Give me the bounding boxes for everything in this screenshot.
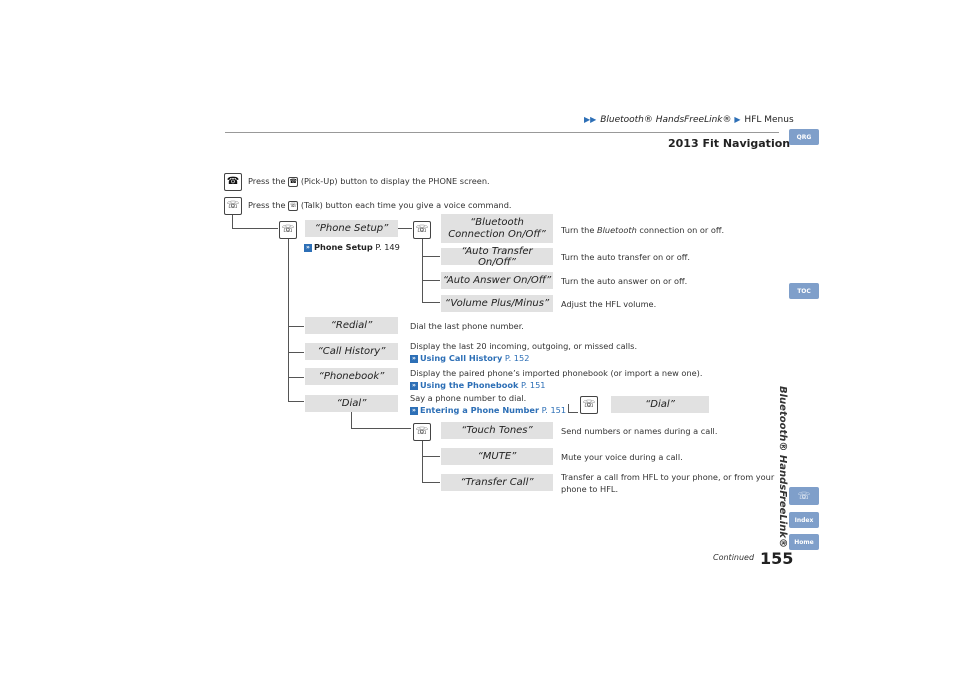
breadcrumb: ▶▶ Bluetooth® HandsFreeLink® ▶ HFL Menus <box>584 115 794 125</box>
tree-line <box>398 228 412 229</box>
cmd-redial: “Redial” <box>305 317 398 334</box>
pickup-instruction: Press the ☎ (Pick-Up) button to display … <box>248 176 490 187</box>
cmd-phone-setup: “Phone Setup” <box>305 220 398 237</box>
desc-phonebook: Display the paired phone’s imported phon… <box>410 368 703 378</box>
xref-arrow-icon: » <box>410 354 418 363</box>
page-number: 155 <box>760 549 794 568</box>
tree-line <box>288 377 304 378</box>
tree-line <box>422 456 440 457</box>
breadcrumb-item[interactable]: HFL Menus <box>744 115 794 125</box>
tree-line <box>232 215 233 228</box>
dial-xref[interactable]: »Entering a Phone Number P. 151 <box>410 404 566 416</box>
xref-arrow-icon: » <box>304 243 312 252</box>
desc-transfer-call-1: Transfer a call from HFL to your phone, … <box>561 472 775 482</box>
tree-line <box>422 440 423 482</box>
phone-setup-xref[interactable]: »Phone Setup P. 149 <box>304 241 400 253</box>
breadcrumb-arrow-icon: ▶ <box>734 115 741 124</box>
tree-line <box>422 482 440 483</box>
tree-line <box>288 326 304 327</box>
tree-line <box>422 256 440 257</box>
continued-label: Continued <box>713 553 755 562</box>
breadcrumb-item[interactable]: Bluetooth® HandsFreeLink® <box>600 115 732 125</box>
pickup-inline-icon: ☎ <box>288 176 299 187</box>
tree-line <box>351 410 352 428</box>
desc-touch-tones: Send numbers or names during a call. <box>561 426 718 436</box>
xref-arrow-icon: » <box>410 406 418 415</box>
desc-auto-transfer: Turn the auto transfer on or off. <box>561 252 690 262</box>
desc-volume: Adjust the HFL volume. <box>561 299 657 309</box>
cmd-call-history: “Call History” <box>305 343 398 360</box>
phonebook-xref[interactable]: »Using the Phonebook P. 151 <box>410 379 546 391</box>
page-title: 2013 Fit Navigation <box>668 137 791 150</box>
toc-button[interactable]: TOC <box>789 283 819 299</box>
tree-line <box>232 228 278 229</box>
cmd-bluetooth-on-off: “Bluetooth Connection On/Off” <box>441 214 553 243</box>
tree-line <box>422 239 423 302</box>
desc-mute: Mute your voice during a call. <box>561 452 683 462</box>
desc-auto-answer: Turn the auto answer on or off. <box>561 276 688 286</box>
cmd-mute: “MUTE” <box>441 448 553 465</box>
talk-icon: ☏ <box>413 221 431 239</box>
header-divider <box>225 132 779 133</box>
talk-icon: ☏ <box>224 197 242 215</box>
desc-redial: Dial the last phone number. <box>410 321 524 331</box>
cmd-auto-answer: “Auto Answer On/Off” <box>441 272 553 289</box>
tree-line <box>351 428 411 429</box>
voice-command-button[interactable]: ☏ <box>789 487 819 505</box>
talk-icon: ☏ <box>580 396 598 414</box>
tree-line <box>422 280 440 281</box>
call-history-xref[interactable]: »Using Call History P. 152 <box>410 352 529 364</box>
cmd-phonebook: “Phonebook” <box>305 368 398 385</box>
cmd-volume: “Volume Plus/Minus” <box>441 295 553 312</box>
xref-arrow-icon: » <box>410 381 418 390</box>
talk-icon: ☏ <box>797 490 811 502</box>
cmd-dial-sub: “Dial” <box>611 396 709 413</box>
cmd-transfer-call: “Transfer Call” <box>441 474 553 491</box>
cmd-touch-tones: “Touch Tones” <box>441 422 553 439</box>
talk-icon: ☏ <box>413 423 431 441</box>
cmd-auto-transfer: “Auto Transfer On/Off” <box>441 246 553 268</box>
breadcrumb-arrow-icon: ▶▶ <box>584 115 597 124</box>
desc-transfer-call-2: phone to HFL. <box>561 484 619 494</box>
cmd-dial: “Dial” <box>305 395 398 412</box>
tree-line <box>288 352 304 353</box>
tree-line <box>288 401 304 402</box>
tree-line <box>568 404 569 412</box>
pickup-icon: ☎ <box>224 173 242 191</box>
talk-inline-icon: ☏ <box>288 200 299 211</box>
tree-line <box>288 238 289 401</box>
talk-instruction: Press the ☏ (Talk) button each time you … <box>248 200 512 211</box>
desc-bluetooth-on-off: Turn the Bluetooth connection on or off. <box>561 225 725 235</box>
tree-line <box>568 412 578 413</box>
home-button[interactable]: Home <box>789 534 819 550</box>
tree-line <box>422 302 440 303</box>
index-button[interactable]: Index <box>789 512 819 528</box>
qrg-button[interactable]: QRG <box>789 129 819 145</box>
talk-icon: ☏ <box>279 221 297 239</box>
desc-dial: Say a phone number to dial. <box>410 393 527 403</box>
desc-call-history: Display the last 20 incoming, outgoing, … <box>410 341 638 351</box>
